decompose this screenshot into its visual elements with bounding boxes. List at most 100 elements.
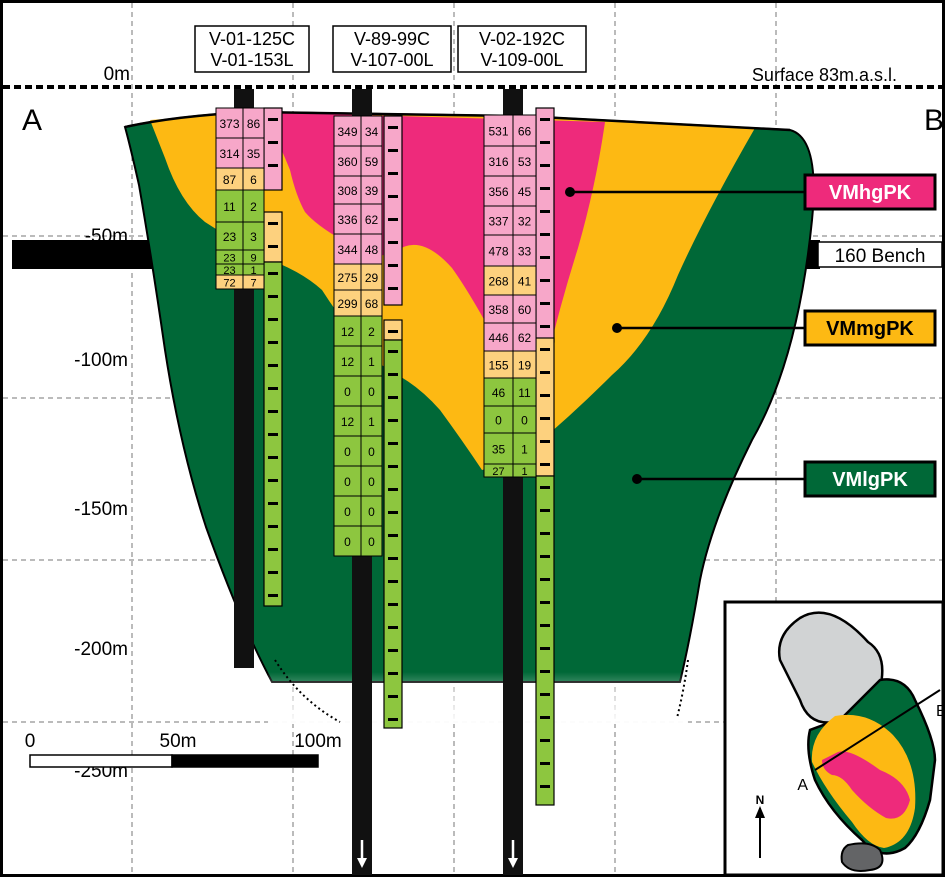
assay-interval: 308 39 [333, 175, 383, 205]
bench-label-box [817, 241, 943, 268]
drillhole-id: V-109-00L [480, 50, 563, 70]
unit-label-box-hg [803, 173, 937, 211]
inset-section-line [814, 689, 941, 771]
scale-bar-white [29, 754, 173, 768]
assay-value-1: 275 [337, 271, 357, 285]
scale-label-0: 0 [25, 731, 36, 752]
assay-interval: 275 29 [333, 263, 383, 291]
inset-hg-area [822, 751, 910, 819]
assay-interval: 87 6 [215, 167, 265, 191]
scale-label-100m: 100m [294, 731, 342, 752]
drillhole-log-strip [263, 211, 283, 263]
leader-dot-mg [612, 323, 622, 333]
assay-value-2: 9 [250, 253, 256, 265]
scale-bar-black [171, 754, 319, 768]
assay-value-2: 6 [250, 173, 257, 187]
assay-value-2: 1 [521, 443, 528, 457]
assay-value-2: 66 [518, 125, 532, 139]
assay-value-2: 68 [365, 297, 379, 311]
drillhole-log-strip [535, 475, 555, 806]
assay-value-1: 23 [223, 230, 237, 244]
assay-value-1: 349 [337, 125, 357, 139]
section-end-left: A [22, 104, 42, 137]
assay-value-1: 337 [488, 215, 508, 229]
assay-value-2: 1 [368, 415, 375, 429]
drillhole-id: V-02-192C [479, 29, 565, 49]
section-end-right: B [924, 104, 944, 137]
assay-value-2: 53 [518, 155, 532, 169]
assay-interval: 268 41 [483, 265, 537, 296]
unit-label-vmhgpk: VMhgPK [829, 182, 912, 204]
surface-label: Surface 83m.a.s.l. [752, 65, 897, 85]
assay-value-2: 7 [250, 278, 256, 290]
assay-value-2: 0 [368, 505, 375, 519]
depth-label-50m: -50m [85, 226, 128, 247]
assay-value-2: 35 [247, 147, 261, 161]
depth-label-200m: -200m [74, 639, 128, 660]
assay-value-1: 336 [337, 213, 357, 227]
assay-value-1: 155 [488, 359, 508, 373]
assay-value-1: 360 [337, 155, 357, 169]
assay-value-1: 358 [488, 303, 508, 317]
assay-value-2: 33 [518, 245, 532, 259]
assay-value-2: 39 [365, 184, 379, 198]
inset-map: A B N [723, 600, 945, 877]
inset-dark-area [840, 842, 884, 872]
bench-bar-left [12, 240, 167, 269]
assay-value-1: 12 [341, 325, 355, 339]
assay-value-1: 27 [492, 466, 504, 478]
drillhole-log-strip [263, 261, 283, 607]
assay-value-1: 308 [337, 184, 357, 198]
assay-value-2: 29 [365, 271, 379, 285]
depth-label-0m: 0m [104, 64, 130, 85]
assay-value-1: 268 [488, 275, 508, 289]
drillhole-log-strip [535, 107, 555, 343]
drillhole-log-strip [535, 337, 555, 477]
assay-value-2: 41 [518, 275, 532, 289]
assay-value-1: 87 [223, 173, 237, 187]
unit-label-vmlgpk: VMlgPK [832, 469, 908, 491]
assay-value-2: 3 [250, 230, 257, 244]
assay-value-1: 0 [344, 445, 351, 459]
assay-interval: 23 9 [215, 249, 265, 265]
assay-interval: 358 60 [483, 294, 537, 324]
assay-value-1: 23 [223, 253, 235, 265]
assay-value-1: 12 [341, 415, 355, 429]
assay-value-2: 11 [518, 386, 531, 400]
bench-label: 160 Bench [835, 246, 926, 267]
scale-bar: 0 50m 100m [25, 731, 342, 768]
assay-value-2: 0 [368, 535, 375, 549]
depth-label-100m: -100m [74, 350, 128, 371]
assay-value-1: 0 [344, 385, 351, 399]
assay-value-2: 34 [365, 125, 379, 139]
assay-value-2: 2 [368, 325, 375, 339]
unit-legend: VMhgPK VMmgPK VMlgPK [565, 173, 937, 498]
drillhole-id: V-89-99C [354, 29, 430, 49]
assay-value-2: 86 [247, 117, 261, 131]
unit-label-box-lg [803, 460, 937, 498]
assay-value-1: 35 [492, 443, 506, 457]
assay-interval: 349 34 [333, 115, 383, 147]
assay-value-2: 60 [518, 303, 532, 317]
base-fade [268, 672, 688, 724]
assay-value-1: 356 [488, 185, 508, 199]
assay-value-1: 0 [344, 535, 351, 549]
